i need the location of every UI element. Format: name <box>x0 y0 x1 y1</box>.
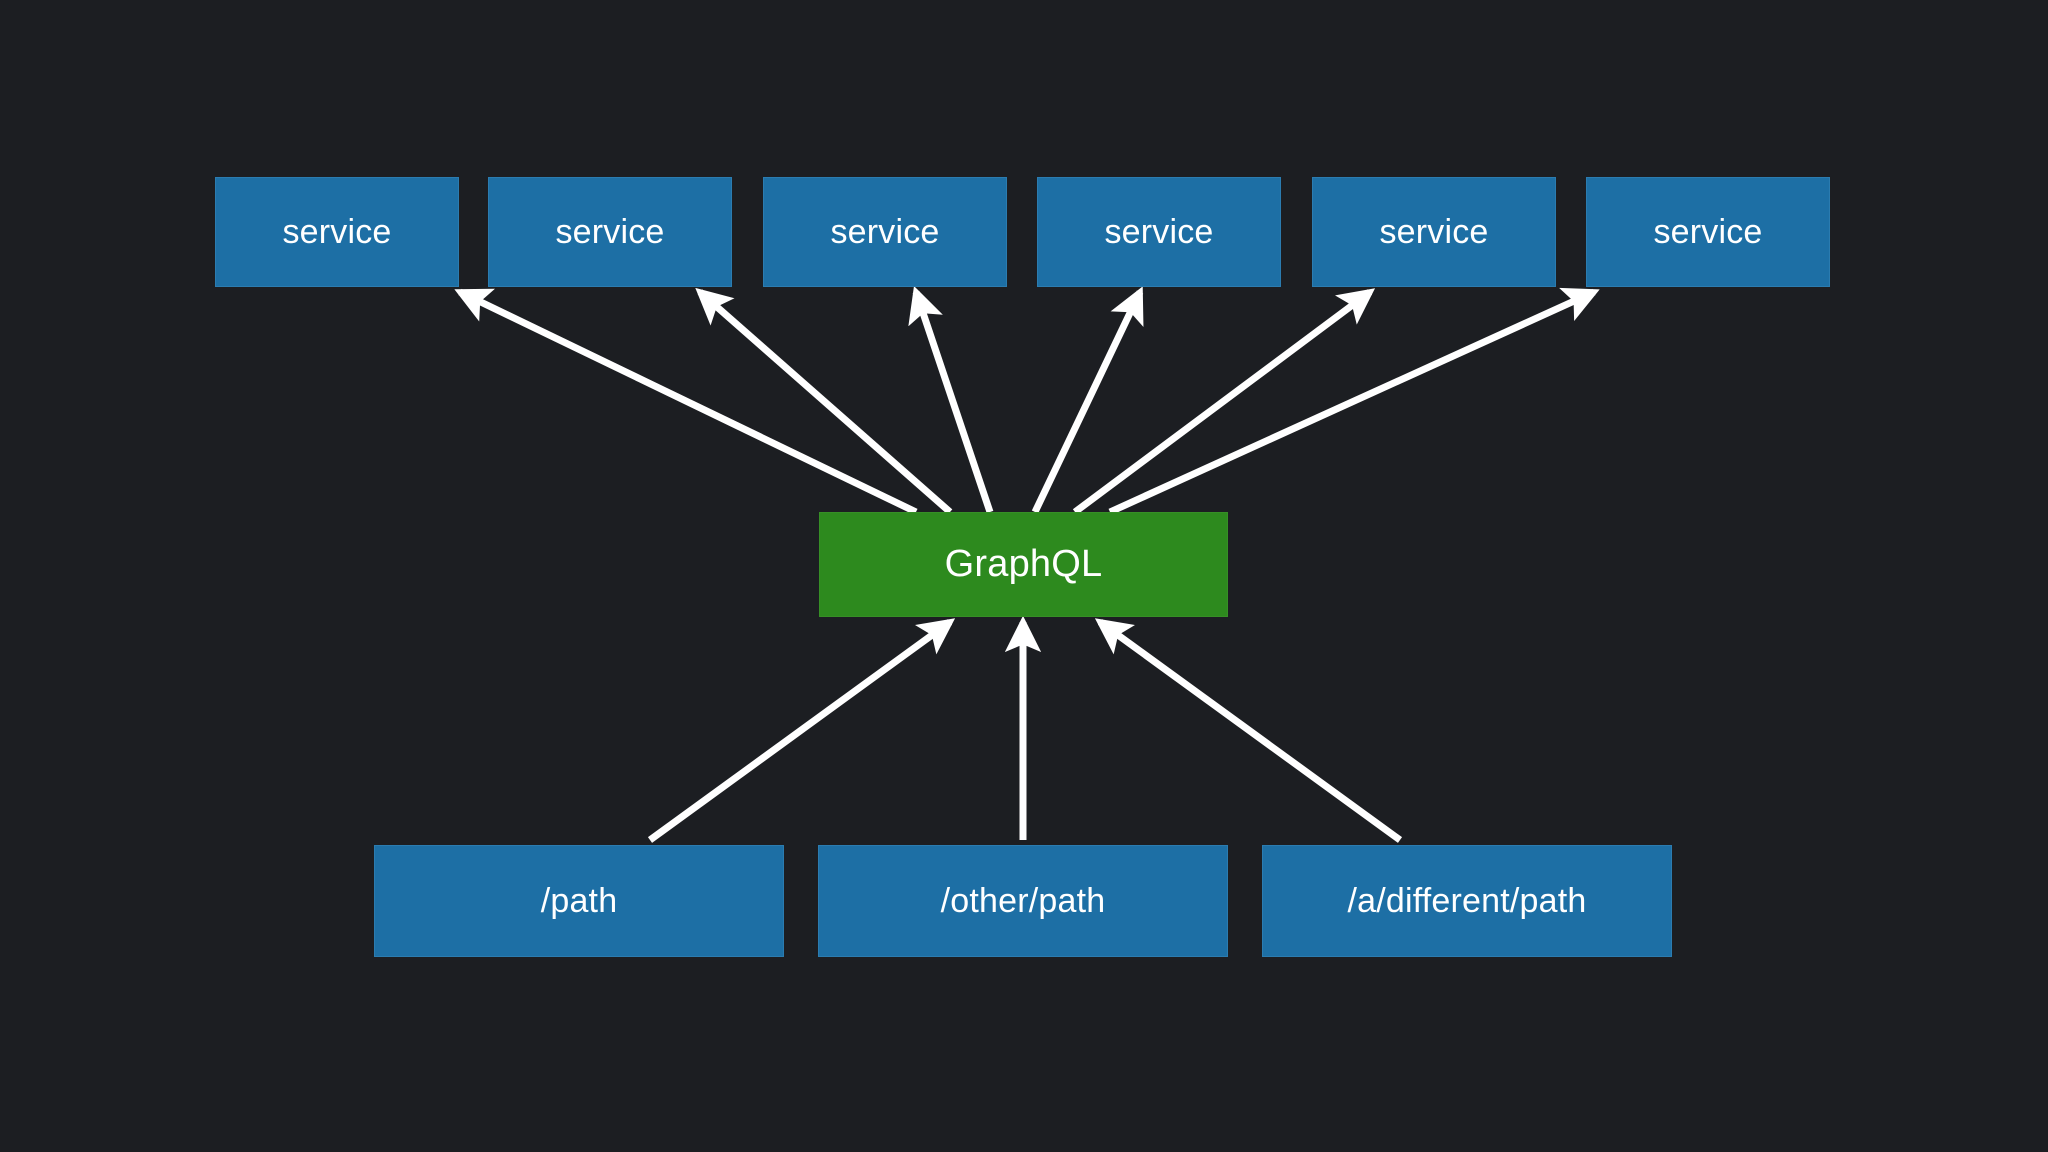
edge-gateway-to-service-1 <box>454 288 918 516</box>
service-node-2[interactable]: service <box>488 177 732 287</box>
service-node-1[interactable]: service <box>215 177 459 287</box>
path-node-1[interactable]: /path <box>374 845 784 957</box>
service-node-label: service <box>830 212 940 251</box>
service-node-label: service <box>282 212 392 251</box>
edges-gateway-to-services <box>454 286 1600 516</box>
path-node-2[interactable]: /other/path <box>818 845 1228 957</box>
service-node-label: service <box>1653 212 1763 251</box>
edge-gateway-to-service-3 <box>908 286 994 514</box>
graphql-gateway-label: GraphQL <box>944 543 1103 585</box>
path-node-label: /other/path <box>940 881 1106 920</box>
edge-gateway-to-service-2 <box>695 287 953 515</box>
edge-path-to-gateway-1 <box>647 618 956 843</box>
edge-path-to-gateway-3 <box>1094 618 1403 843</box>
edge-gateway-to-service-6 <box>1108 287 1600 516</box>
path-node-3[interactable]: /a/different/path <box>1262 845 1672 957</box>
service-node-6[interactable]: service <box>1586 177 1830 287</box>
path-node-label: /a/different/path <box>1347 881 1587 920</box>
service-node-4[interactable]: service <box>1037 177 1281 287</box>
service-node-label: service <box>1104 212 1214 251</box>
graphql-gateway-node[interactable]: GraphQL <box>819 512 1228 617</box>
path-node-label: /path <box>540 881 618 920</box>
edge-gateway-to-service-5 <box>1072 288 1376 515</box>
service-node-label: service <box>1379 212 1489 251</box>
edge-gateway-to-service-4 <box>1031 286 1144 514</box>
service-node-label: service <box>555 212 665 251</box>
service-node-5[interactable]: service <box>1312 177 1556 287</box>
service-node-3[interactable]: service <box>763 177 1007 287</box>
edges-paths-to-gateway <box>647 615 1403 843</box>
